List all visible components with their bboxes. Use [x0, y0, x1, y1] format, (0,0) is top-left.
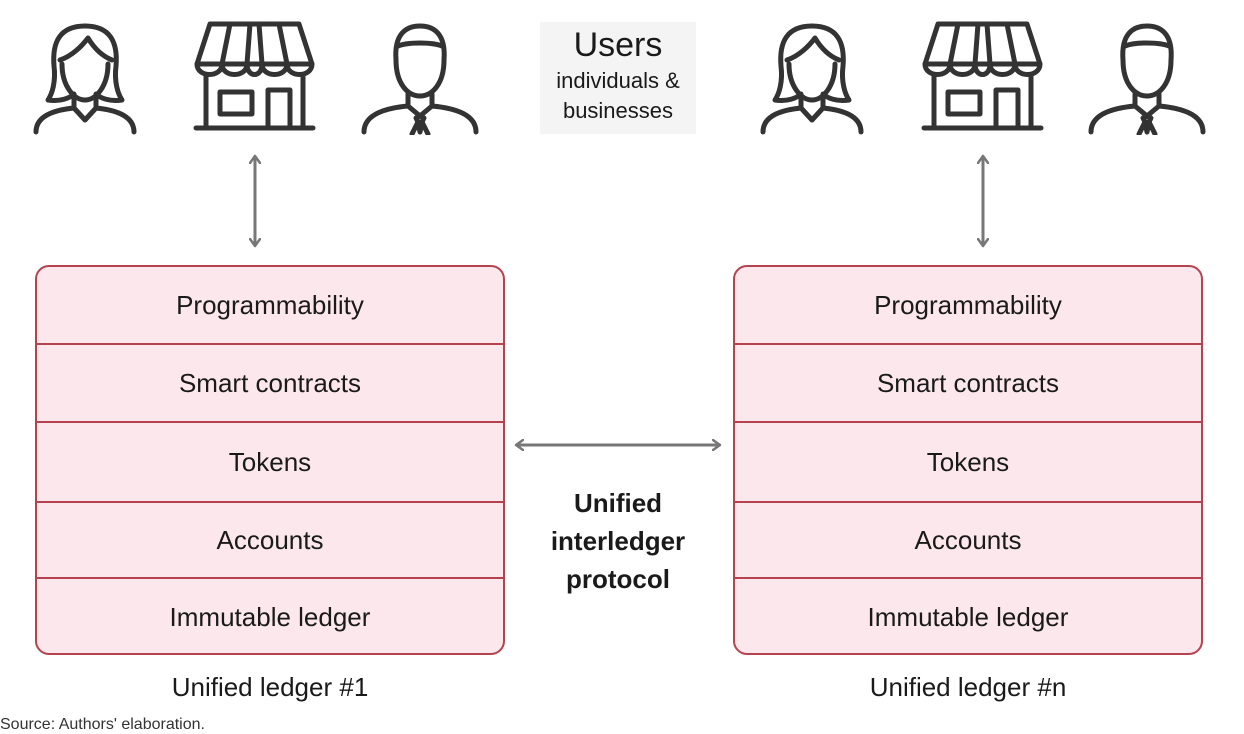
ledger-n-caption: Unified ledger #n	[869, 672, 1067, 702]
ledger-1-caption: Unified ledger #1	[171, 672, 369, 702]
businessman-icon	[361, 23, 479, 135]
users-subtitle-line1: individuals &	[556, 68, 680, 93]
users-subtitle-line2: businesses	[562, 98, 674, 123]
users-title: Users	[573, 26, 663, 64]
interledger-protocol-label: Unified interledger protocol	[520, 484, 716, 598]
layer-smart-contracts: Smart contracts	[37, 343, 503, 421]
layer-programmability: Programmability	[874, 289, 1062, 320]
unified-ledger-1: Programmability Smart contracts Tokens A…	[35, 265, 505, 655]
layer-accounts: Accounts	[37, 501, 503, 577]
woman-icon	[33, 23, 137, 135]
unified-ledger-n: Programmability Smart contracts Tokens A…	[733, 265, 1203, 655]
layer-tokens: Tokens	[37, 421, 503, 501]
shop-icon	[193, 21, 316, 131]
layer-smart-contracts: Smart contracts	[735, 343, 1201, 421]
layer-immutable-ledger: Immutable ledger	[37, 577, 503, 653]
source-note: Source: Authors' elaboration.	[0, 716, 205, 733]
protocol-line1: Unified	[573, 488, 663, 518]
woman-icon	[760, 23, 864, 135]
layer-accounts: Accounts	[735, 501, 1201, 577]
layer-programmability: Programmability	[176, 289, 364, 320]
businessman-icon	[1088, 23, 1206, 135]
protocol-line2: interledger	[550, 526, 686, 556]
layer-tokens: Tokens	[735, 421, 1201, 501]
protocol-line3: protocol	[566, 564, 670, 594]
layer-immutable-ledger: Immutable ledger	[735, 577, 1201, 653]
shop-icon	[921, 21, 1044, 131]
users-label: Users individuals & businesses	[540, 22, 696, 134]
